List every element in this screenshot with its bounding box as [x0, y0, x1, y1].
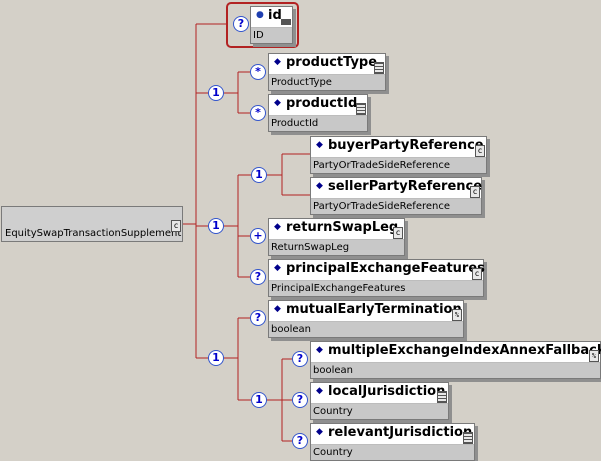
simple-content-icon	[374, 62, 384, 74]
element-type: ProductId	[269, 115, 367, 131]
sequence-compositor-icon[interactable]: 1	[208, 350, 224, 366]
element-type: PartyOrTradeSideReference	[311, 157, 486, 173]
element-sellerPartyReference[interactable]: ◆ sellerPartyReference c PartyOrTradeSid…	[310, 177, 482, 215]
element-type: ReturnSwapLeg	[269, 239, 404, 255]
element-type: Country	[311, 444, 474, 460]
element-diamond-icon: ◆	[274, 98, 281, 108]
element-type: Country	[311, 403, 448, 419]
element-type: ProductType	[269, 74, 385, 90]
one-or-more-icon: +	[250, 228, 266, 244]
element-diamond-icon: ◆	[316, 386, 323, 396]
element-productId[interactable]: ◆ productId ProductId	[268, 94, 368, 132]
element-name: multipleExchangeIndexAnnexFallback	[328, 343, 601, 358]
sequence-compositor-icon[interactable]: 1	[208, 85, 224, 101]
optional-occurrence-icon: ?	[292, 433, 308, 449]
element-name: sellerPartyReference	[328, 179, 483, 194]
simple-content-icon	[437, 391, 447, 403]
complex-type-icon: c	[171, 220, 181, 232]
sequence-compositor-icon[interactable]: 1	[208, 218, 224, 234]
element-relevantJurisdiction[interactable]: ◆ relevantJurisdiction Country	[310, 423, 475, 461]
element-type: ID	[251, 27, 292, 43]
sequence-compositor-icon[interactable]: 1	[251, 167, 267, 183]
optional-occurrence-icon: ?	[250, 269, 266, 285]
simple-content-icon	[463, 432, 473, 444]
element-diamond-icon: ◆	[274, 222, 281, 232]
element-diamond-icon: ◆	[316, 181, 323, 191]
complex-type-icon: c	[472, 268, 482, 280]
simple-type-icon: %	[589, 350, 599, 362]
element-type: boolean	[269, 321, 463, 337]
complex-type-icon: c	[470, 186, 480, 198]
zero-or-more-icon: *	[250, 105, 266, 121]
element-diamond-icon: ◆	[316, 345, 323, 355]
collapse-icon	[281, 19, 291, 25]
element-buyerPartyReference[interactable]: ◆ buyerPartyReference c PartyOrTradeSide…	[310, 136, 487, 174]
element-name: localJurisdiction	[328, 384, 446, 399]
element-name: mutualEarlyTermination	[286, 302, 462, 317]
element-returnSwapLeg[interactable]: ◆ returnSwapLeg c ReturnSwapLeg	[268, 218, 405, 256]
element-id[interactable]: ● id ID	[250, 6, 293, 44]
element-name: buyerPartyReference	[328, 138, 484, 153]
element-type: PrincipalExchangeFeatures	[269, 280, 483, 296]
element-name: productId	[286, 96, 358, 111]
optional-occurrence-icon: ?	[250, 310, 266, 326]
root-label: EquitySwapTransactionSupplement	[5, 228, 182, 239]
element-name: principalExchangeFeatures	[286, 261, 485, 276]
simple-content-icon	[356, 103, 366, 115]
complex-type-icon: c	[475, 145, 485, 157]
element-diamond-icon: ◆	[316, 427, 323, 437]
element-diamond-icon: ◆	[274, 57, 281, 67]
selection-outline	[226, 2, 299, 48]
element-mutualEarlyTermination[interactable]: ◆ mutualEarlyTermination % boolean	[268, 300, 464, 338]
element-name: productType	[286, 55, 378, 70]
attribute-dot-icon: ●	[256, 10, 264, 20]
zero-or-more-icon: *	[250, 64, 266, 80]
element-productType[interactable]: ◆ productType ProductType	[268, 53, 386, 91]
optional-occurrence-icon: ?	[292, 392, 308, 408]
element-type: boolean	[311, 362, 600, 378]
element-diamond-icon: ◆	[274, 263, 281, 273]
element-name: id	[268, 8, 282, 23]
element-diamond-icon: ◆	[316, 140, 323, 150]
complex-type-icon: c	[393, 227, 403, 239]
element-name: relevantJurisdiction	[328, 425, 473, 440]
element-name: returnSwapLeg	[286, 220, 399, 235]
simple-type-icon: %	[452, 309, 462, 321]
root-element[interactable]: EquitySwapTransactionSupplement c	[1, 206, 183, 242]
optional-occurrence-icon: ?	[233, 16, 249, 32]
element-diamond-icon: ◆	[274, 304, 281, 314]
element-principalExchangeFeatures[interactable]: ◆ principalExchangeFeatures c PrincipalE…	[268, 259, 485, 297]
element-localJurisdiction[interactable]: ◆ localJurisdiction Country	[310, 382, 449, 420]
element-multipleExchangeIndexAnnexFallback[interactable]: ◆ multipleExchangeIndexAnnexFallback % b…	[310, 341, 601, 379]
sequence-compositor-icon[interactable]: 1	[251, 392, 267, 408]
element-type: PartyOrTradeSideReference	[311, 198, 481, 214]
optional-occurrence-icon: ?	[292, 351, 308, 367]
